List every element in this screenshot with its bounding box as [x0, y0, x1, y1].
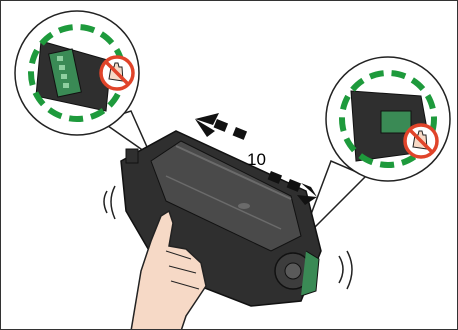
right-detail-callout [326, 57, 450, 181]
no-touch-icon [405, 125, 437, 157]
shake-lines-left [104, 186, 115, 219]
connector-chip [381, 111, 411, 133]
shake-count-label: 10 [247, 151, 266, 168]
left-detail-callout [15, 11, 139, 135]
shake-lines-right [339, 251, 352, 289]
no-touch-icon [101, 57, 133, 89]
